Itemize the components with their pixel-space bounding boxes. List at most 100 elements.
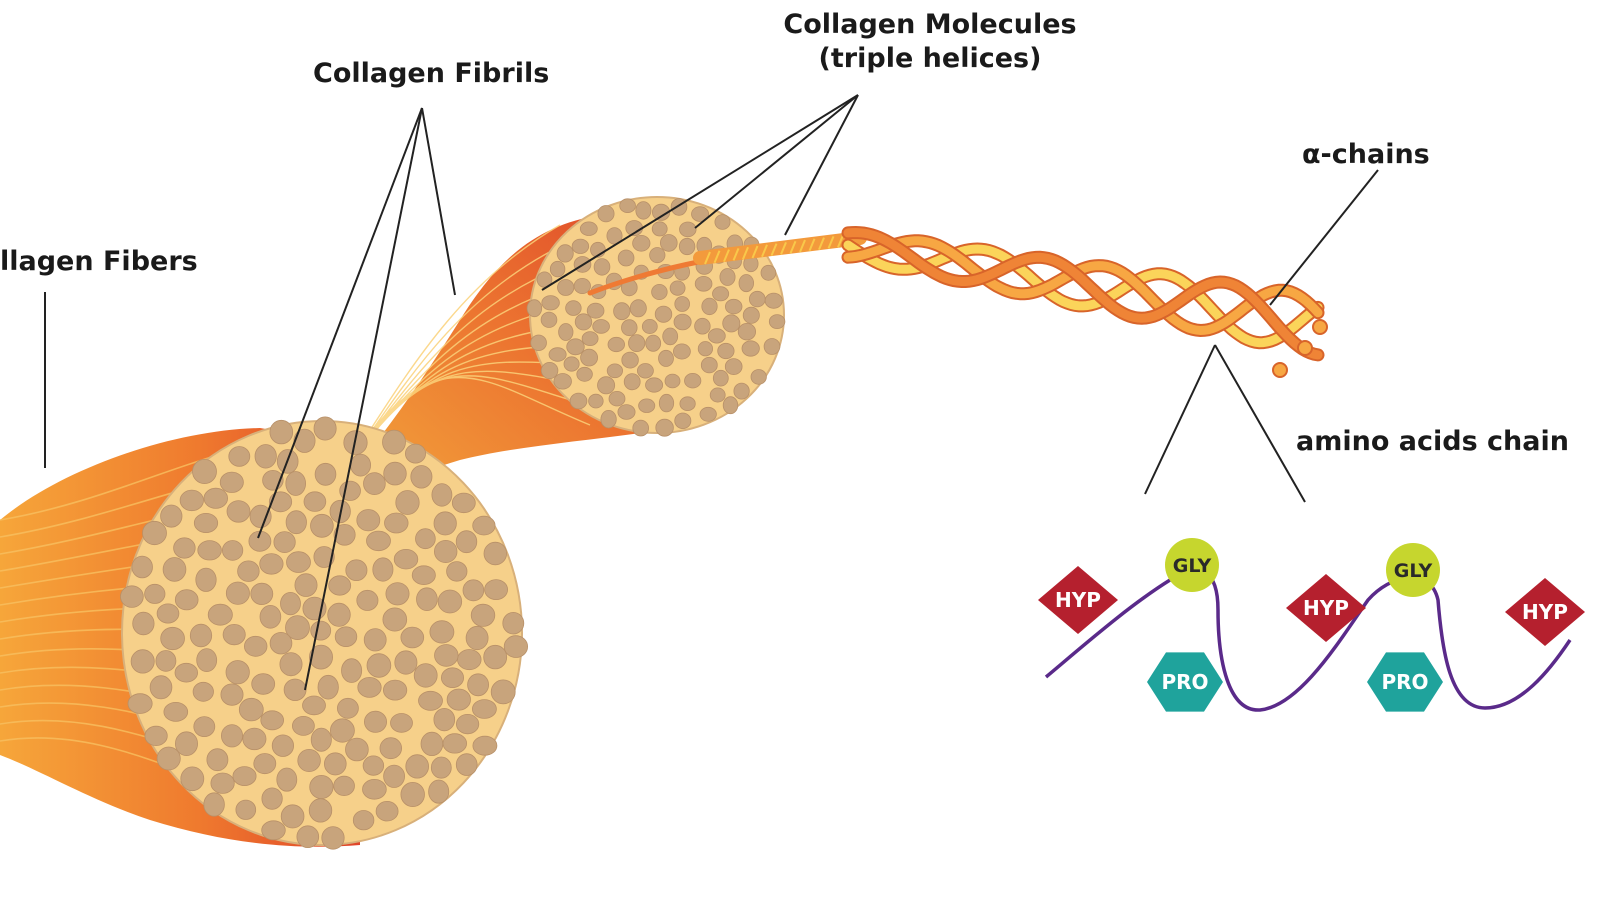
hyp-diamond xyxy=(1505,578,1585,646)
fibril-dot xyxy=(613,302,631,321)
fibril-dot xyxy=(737,323,757,341)
fibril-dot xyxy=(382,679,408,701)
fibril-dot xyxy=(420,731,444,757)
fibril-dot xyxy=(222,540,244,561)
alpha-chain xyxy=(843,236,1323,336)
fibril-dot xyxy=(379,737,403,760)
fibril-dot xyxy=(588,393,604,409)
molecules-leader-1 xyxy=(541,94,859,291)
fibril-dot xyxy=(385,582,410,606)
fibril-dot xyxy=(717,342,735,360)
twist-mark xyxy=(704,251,711,265)
fibril-dot xyxy=(455,713,480,735)
molecule-twist-marks xyxy=(704,233,854,265)
fibrils-leader-1 xyxy=(257,107,423,539)
fibril-dot xyxy=(502,612,525,635)
fibril-dot xyxy=(333,523,356,546)
fibril-dot xyxy=(576,366,593,382)
fibril-dot xyxy=(296,825,320,848)
twist-mark xyxy=(818,237,825,250)
twist-mark xyxy=(732,248,740,261)
molecules-leader-2 xyxy=(694,94,859,229)
fibril-dot xyxy=(455,530,478,554)
twist-mark xyxy=(808,238,816,252)
fibril-dot xyxy=(440,667,464,688)
fibril-dot xyxy=(132,611,155,636)
fibril-dot xyxy=(237,560,260,582)
alpha-chain-end xyxy=(1272,362,1288,378)
fibril-dot xyxy=(451,492,476,514)
fibril-dot xyxy=(490,679,516,705)
fibril-dot xyxy=(309,775,334,800)
fibril-dot xyxy=(712,286,730,302)
fibril-dot xyxy=(565,300,582,316)
fibril-dot xyxy=(684,373,702,389)
fibril-dot xyxy=(608,391,626,407)
fibril-dot xyxy=(679,221,697,238)
fibril-dot xyxy=(363,628,387,652)
fibril-dot xyxy=(664,373,681,389)
fibril-dot xyxy=(197,540,222,561)
fibril-dot xyxy=(442,733,468,754)
fibril-dot xyxy=(317,674,339,700)
amino-acid-label: PRO xyxy=(1161,670,1208,694)
fibril-dot xyxy=(641,318,658,334)
amino-acid-label: HYP xyxy=(1522,600,1568,624)
fibril-dot xyxy=(725,298,743,315)
fibril-dot xyxy=(383,461,407,486)
fibril-dot xyxy=(563,356,580,372)
fibril-dot xyxy=(724,358,743,376)
fibril-dot xyxy=(580,348,598,367)
fibril-dot xyxy=(431,483,453,507)
fibril-dot xyxy=(120,585,144,608)
alpha-chain-end xyxy=(1312,319,1328,335)
fibril-dot xyxy=(375,801,399,822)
fibril-dot xyxy=(674,296,690,312)
fibril-dot xyxy=(637,363,654,379)
fibril-dot xyxy=(764,292,783,309)
fibril-dot xyxy=(597,205,615,223)
fibril-dot xyxy=(632,235,651,252)
fibril-dot xyxy=(144,725,168,747)
fibril-dot xyxy=(623,373,641,391)
fibril-dot xyxy=(345,737,369,762)
fibril-dot xyxy=(416,587,438,611)
fibril-dot xyxy=(446,561,468,582)
fibril-dot xyxy=(558,323,574,341)
gly-circle xyxy=(1165,538,1219,592)
twist-mark xyxy=(789,240,797,254)
fibril-dot xyxy=(310,620,332,641)
fibril-dot xyxy=(556,244,574,263)
twist-mark xyxy=(723,249,730,262)
fibril-dot xyxy=(673,343,691,360)
amino-acid-pro: PRO xyxy=(1147,652,1223,712)
fibril-dot xyxy=(699,406,717,422)
fibril-dot xyxy=(659,234,678,252)
fibril-dot xyxy=(617,249,635,267)
fibril-dot xyxy=(174,589,199,611)
fibril-dot xyxy=(193,716,216,737)
fibril-dot xyxy=(679,396,696,412)
fibril-dot xyxy=(142,520,167,546)
fibril-dot xyxy=(250,582,274,606)
fibril-dot xyxy=(362,755,385,776)
fibril-dot xyxy=(655,418,674,437)
fibril-dot xyxy=(207,603,233,626)
fibril-dot xyxy=(674,412,692,430)
pro-hexagon xyxy=(1367,652,1443,712)
fibril-dot xyxy=(651,283,668,300)
fibril-dot xyxy=(321,826,345,850)
fibril-dot xyxy=(581,331,599,347)
fibril-dot xyxy=(553,373,572,390)
fibril-dot xyxy=(678,237,696,256)
fibril-dot xyxy=(760,264,777,281)
pro-hexagon xyxy=(1147,652,1223,712)
fibril-dot xyxy=(597,376,616,395)
fibril-dot xyxy=(410,465,433,489)
amino-acid-pro: PRO xyxy=(1367,652,1443,712)
fibril-dot xyxy=(540,361,559,379)
fibril-dot xyxy=(226,500,251,523)
fibril-dot xyxy=(156,603,180,624)
fibril-dot xyxy=(638,398,656,413)
